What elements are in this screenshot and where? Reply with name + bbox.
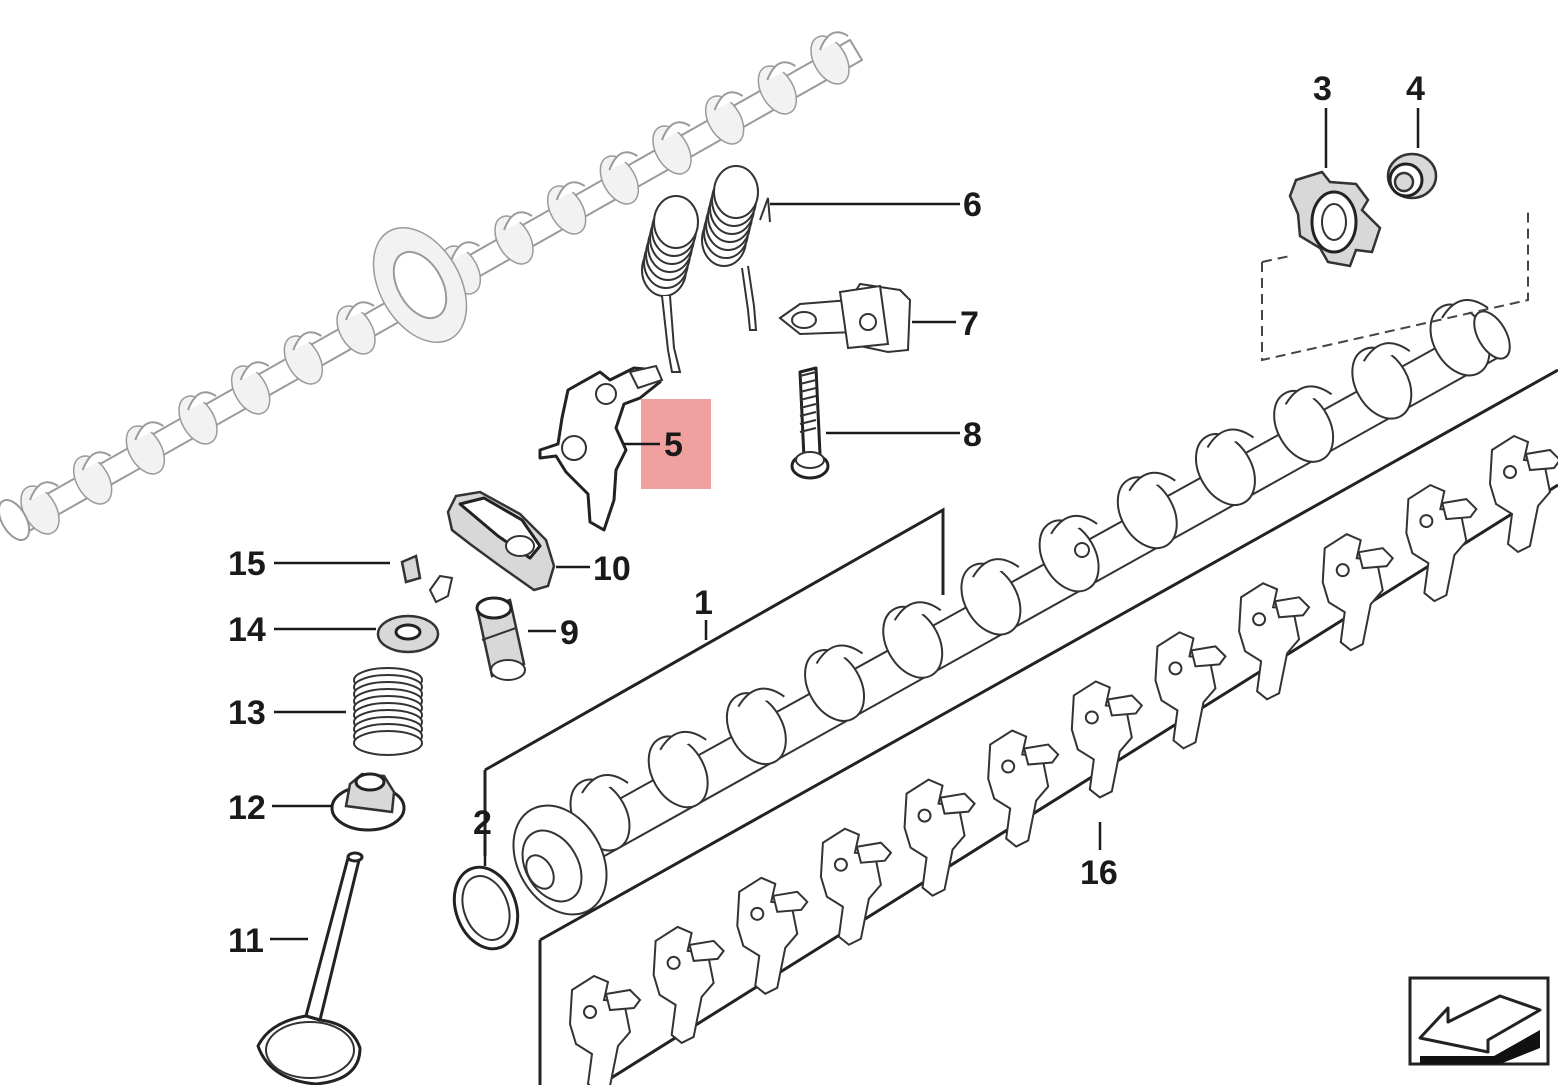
leader-lines	[270, 108, 1420, 941]
lock-washer-icon	[1288, 170, 1382, 268]
camshaft-ghost-icon	[0, 31, 864, 541]
valve-spring-icon	[353, 667, 423, 756]
callout-7: 7	[960, 305, 979, 343]
callout-2: 2	[473, 804, 492, 842]
lash-adjuster-icon	[475, 596, 526, 681]
spring-retainer-icon	[376, 614, 440, 654]
dashed-group-box	[1261, 212, 1529, 362]
valve-icon	[256, 851, 364, 1085]
callout-15: 15	[228, 545, 266, 583]
callout-14: 14	[228, 611, 266, 649]
rocker-arm-set-icon	[538, 368, 1558, 1085]
callout-1: 1	[694, 584, 713, 622]
o-ring-icon	[452, 865, 520, 951]
callout-13: 13	[228, 694, 266, 732]
plug-icon	[1386, 152, 1438, 200]
bolt-icon	[790, 366, 830, 480]
roller-finger-icon	[446, 490, 556, 592]
callout-6: 6	[963, 186, 982, 224]
callout-16: 16	[1080, 854, 1118, 892]
direction-arrow-icon	[1408, 976, 1550, 1066]
callout-10: 10	[593, 550, 631, 588]
valve-keeper-icon	[400, 554, 454, 604]
torsion-spring-icon	[641, 165, 771, 373]
callout-3: 3	[1313, 70, 1332, 108]
valve-stem-seal-icon	[330, 772, 406, 832]
callout-4: 4	[1406, 70, 1425, 108]
camshaft-icon	[512, 299, 1511, 916]
callout-12: 12	[228, 789, 266, 827]
callout-9: 9	[560, 614, 579, 652]
bracket-icon	[778, 282, 912, 354]
callout-8: 8	[963, 416, 982, 454]
callout-5: 5	[664, 426, 683, 464]
callout-11: 11	[228, 922, 264, 960]
rocker-arm-icon	[538, 364, 664, 532]
